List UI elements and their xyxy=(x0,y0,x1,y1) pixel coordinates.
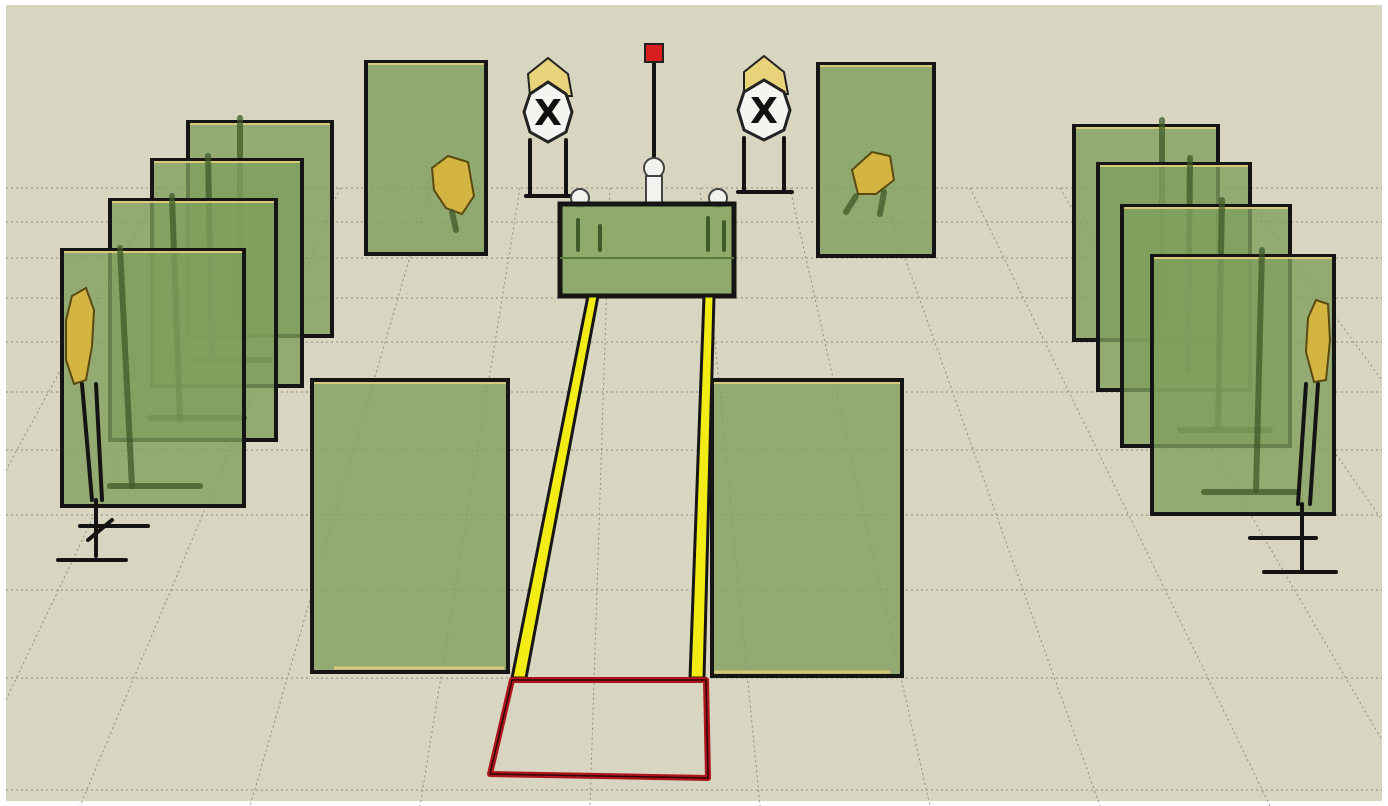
front-barricade-left xyxy=(312,380,508,672)
red-marker-icon xyxy=(645,44,663,62)
back-panel-right xyxy=(818,64,934,256)
no-shoot-x-icon: X xyxy=(534,93,562,134)
no-shoot-x-icon: X xyxy=(750,91,778,132)
front-barricade-right xyxy=(712,380,902,676)
shooting-booth xyxy=(560,189,734,296)
back-panel-left xyxy=(366,62,486,254)
